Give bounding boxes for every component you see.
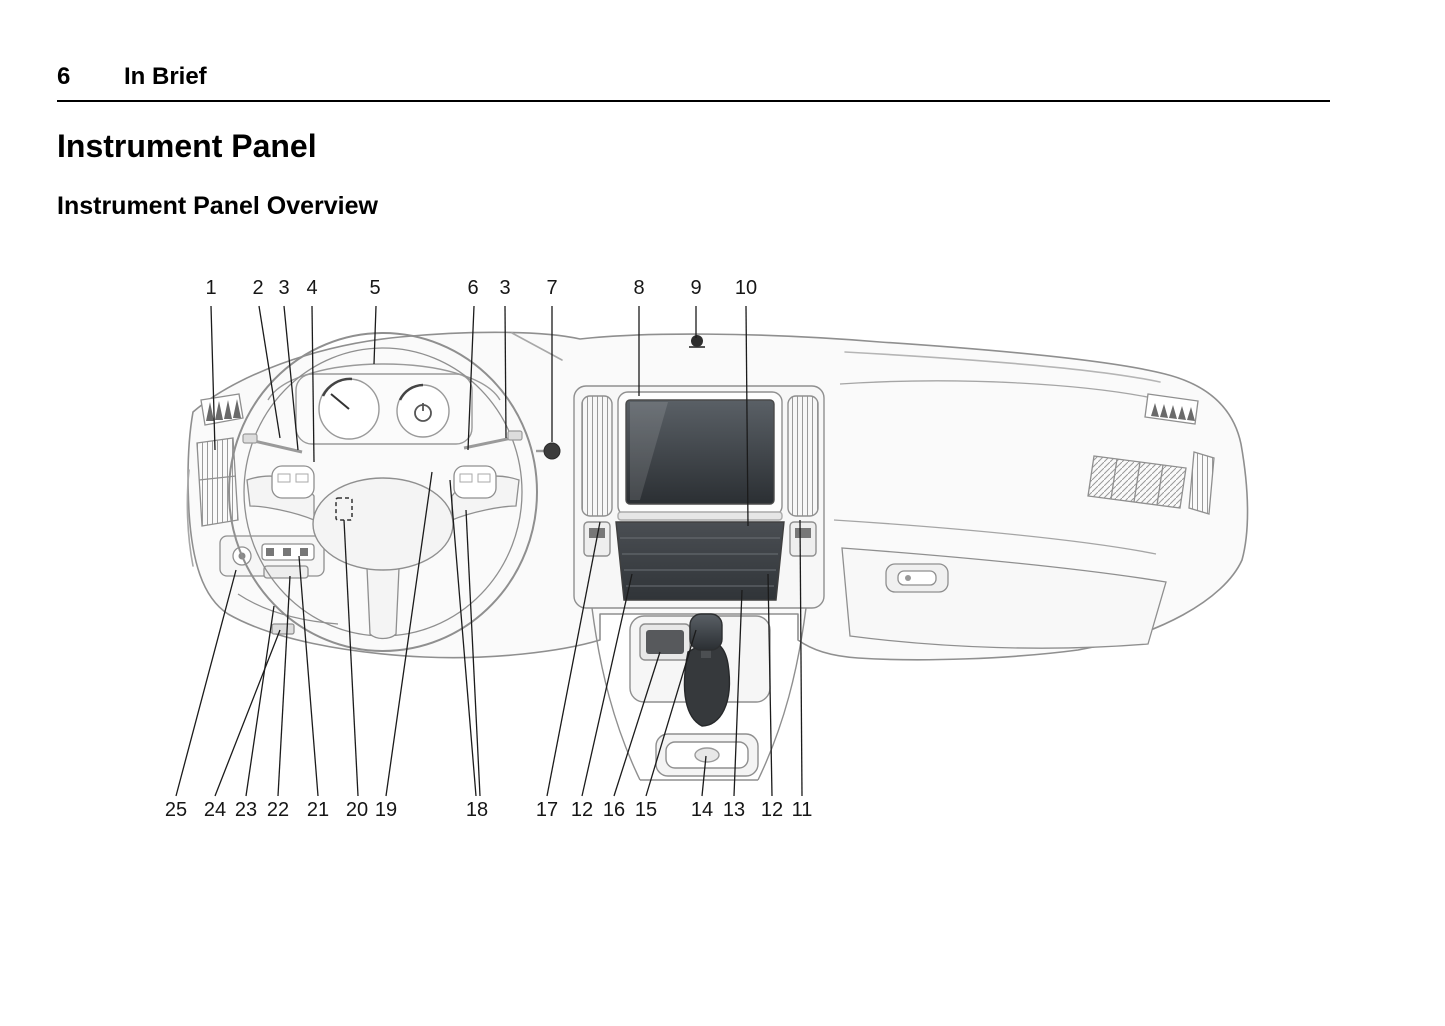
header-rule <box>57 100 1330 102</box>
page-number: 6 <box>57 63 71 90</box>
callout-number: 15 <box>634 799 658 821</box>
callout-number: 8 <box>633 277 645 299</box>
section-title: In Brief <box>124 63 207 90</box>
section-subtitle: Instrument Panel Overview <box>57 192 378 220</box>
callout-number: 4 <box>306 277 318 299</box>
callout-number: 9 <box>690 277 702 299</box>
callout-number: 16 <box>602 799 626 821</box>
dash-knob <box>536 442 561 460</box>
callout-number: 12 <box>760 799 784 821</box>
callout-number: 3 <box>278 277 290 299</box>
infotainment-screen <box>625 399 775 505</box>
callout-number: 21 <box>306 799 330 821</box>
glove-box <box>841 547 1167 649</box>
center-stack <box>573 385 825 609</box>
steering-column-stalks <box>242 430 523 454</box>
callout-number: 7 <box>546 277 558 299</box>
callout-number: 18 <box>465 799 489 821</box>
callout-number: 17 <box>535 799 559 821</box>
gear-shifter <box>683 613 731 727</box>
climate-control-panel <box>615 521 785 601</box>
callout-number: 6 <box>467 277 479 299</box>
passenger-vent <box>1087 455 1187 509</box>
callout-number: 14 <box>690 799 714 821</box>
callout-number: 10 <box>734 277 758 299</box>
callout-number: 23 <box>234 799 258 821</box>
callout-number: 25 <box>164 799 188 821</box>
page-title: Instrument Panel <box>57 128 317 164</box>
driver-side-vents <box>196 393 244 527</box>
callout-number: 19 <box>374 799 398 821</box>
callout-number: 5 <box>369 277 381 299</box>
console-cupholder <box>655 733 759 777</box>
center-left-vent <box>581 395 613 517</box>
steering-wheel <box>228 332 538 652</box>
dash-top-sensor <box>689 335 705 348</box>
callout-number: 3 <box>499 277 511 299</box>
callout-number: 12 <box>570 799 594 821</box>
leader-lines <box>175 305 803 797</box>
callout-number: 13 <box>722 799 746 821</box>
instrument-cluster <box>267 363 501 445</box>
callout-number: 24 <box>203 799 227 821</box>
center-right-vent <box>787 395 819 517</box>
callout-number: 1 <box>205 277 217 299</box>
center-console <box>591 607 807 781</box>
callout-number: 11 <box>791 799 813 821</box>
passenger-side <box>833 380 1215 649</box>
callout-number: 20 <box>345 799 369 821</box>
callout-number: 2 <box>252 277 264 299</box>
defroster-vent <box>1144 393 1199 425</box>
callout-number: 22 <box>266 799 290 821</box>
page-header: 6 In Brief <box>57 63 207 91</box>
